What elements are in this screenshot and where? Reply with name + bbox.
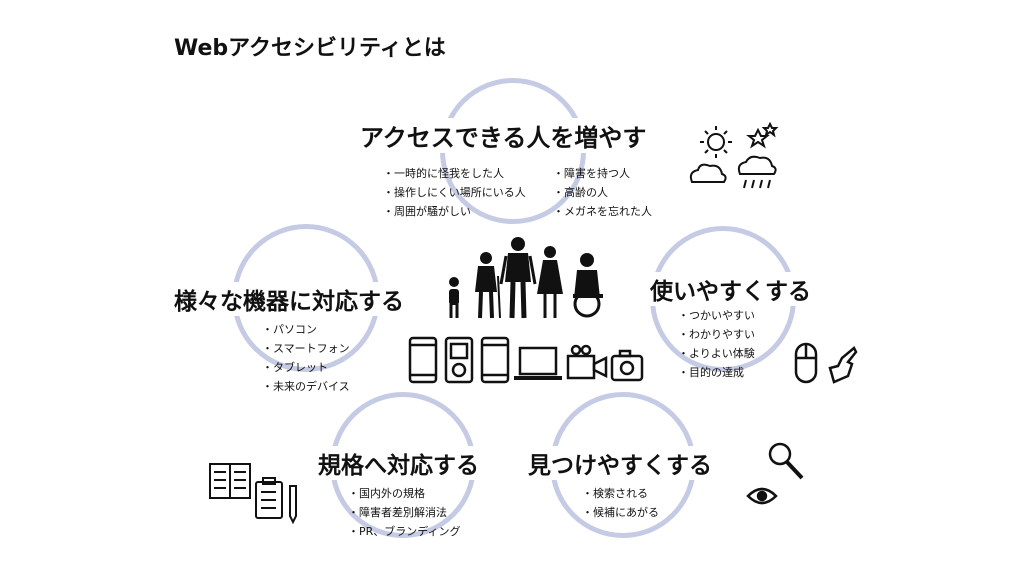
list-item: パソコン xyxy=(262,320,350,339)
list-item: つかいやすい xyxy=(678,306,755,325)
list-item: 国内外の規格 xyxy=(348,484,461,503)
findability-list: 検索される 候補にあがる xyxy=(582,484,659,522)
standards-list: 国内外の規格 障害者差別解消法 PR、ブランディング xyxy=(348,484,461,541)
list-item: 障害者差別解消法 xyxy=(348,503,461,522)
list-item: 検索される xyxy=(582,484,659,503)
list-item: よりよい体験 xyxy=(678,344,755,363)
list-item: 操作しにくい場所にいる人 xyxy=(383,183,526,202)
center-list-right: 障害を持つ人 高齢の人 メガネを忘れた人 xyxy=(553,164,652,221)
usability-list: つかいやすい わかりやすい よりよい体験 目的の達成 xyxy=(678,306,755,382)
list-item: 高齢の人 xyxy=(553,183,652,202)
list-item: 周囲が騒がしい xyxy=(383,202,526,221)
list-item: 候補にあがる xyxy=(582,503,659,522)
people-icon xyxy=(449,237,603,319)
documents-icon xyxy=(209,463,297,525)
devices-list: パソコン スマートフォン タブレット 未来のデバイス xyxy=(262,320,350,396)
center-heading: アクセスできる人を増やす xyxy=(356,118,651,153)
list-item: 障害を持つ人 xyxy=(553,164,652,183)
page-title: Webアクセシビリティとは xyxy=(174,36,446,61)
list-item: タブレット xyxy=(262,358,350,377)
list-item: 一時的に怪我をした人 xyxy=(383,164,526,183)
list-item: 未来のデバイス xyxy=(262,377,350,396)
usability-heading: 使いやすくする xyxy=(646,272,815,306)
weather-icon xyxy=(689,121,779,189)
list-item: スマートフォン xyxy=(262,339,350,358)
devices-heading: 様々な機器に対応する xyxy=(170,282,408,316)
list-item: メガネを忘れた人 xyxy=(553,202,652,221)
standards-heading: 規格へ対応する xyxy=(314,446,483,480)
list-item: PR、ブランディング xyxy=(348,522,461,541)
list-item: 目的の達成 xyxy=(678,363,755,382)
list-item: わかりやすい xyxy=(678,325,755,344)
search-eye-icon xyxy=(746,442,804,505)
mouse-pointer-icon xyxy=(794,342,858,384)
findability-heading: 見つけやすくする xyxy=(524,446,716,480)
center-list-left: 一時的に怪我をした人 操作しにくい場所にいる人 周囲が騒がしい xyxy=(383,164,526,221)
devices-icons xyxy=(408,336,644,384)
